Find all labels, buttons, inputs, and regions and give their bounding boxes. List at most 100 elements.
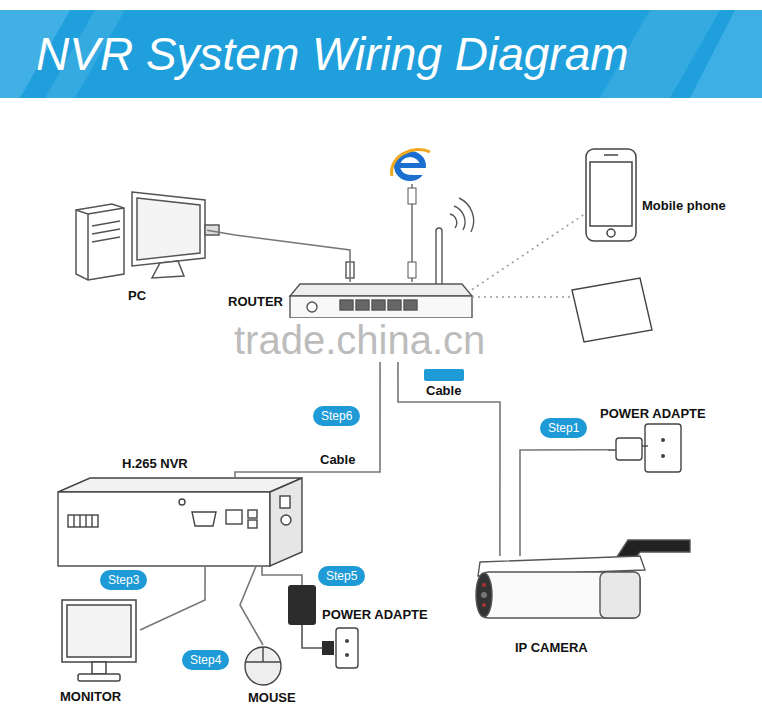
step-text: Step4 — [190, 653, 221, 667]
device-label: PC — [128, 288, 146, 303]
nvr-power-adapter — [345, 639, 349, 643]
mouse-illustration — [246, 661, 280, 662]
router-illustration — [372, 300, 385, 310]
ip-camera-illustration — [600, 572, 640, 618]
nvr-illustration — [179, 499, 185, 505]
nvr-illustration — [192, 512, 216, 526]
nvr-recorder: H.265 NVR — [58, 478, 302, 566]
pc-illustration — [76, 210, 88, 280]
nvr-power-adapter — [302, 625, 322, 648]
device-label: MOUSE — [248, 690, 296, 705]
nvr-illustration — [58, 478, 302, 566]
ip-camera-illustration — [476, 573, 492, 617]
router-illustration — [388, 300, 401, 310]
pc-illustration — [88, 208, 124, 214]
nvr-power-adapter — [336, 628, 358, 668]
pc-illustration — [92, 229, 120, 234]
mobile-phone-illustration — [604, 154, 618, 156]
internet-icon — [412, 168, 426, 175]
ip-camera-illustration — [481, 592, 487, 598]
pc-illustration — [92, 237, 120, 242]
router-illustration — [307, 302, 317, 312]
router-illustration — [340, 300, 353, 310]
camera-power-adapter — [608, 449, 616, 451]
cable-tag — [424, 369, 464, 381]
cable-tag — [424, 369, 464, 381]
ip-camera-illustration — [476, 540, 690, 618]
camera-power-adapter — [608, 424, 681, 472]
step-badge: Step4 — [182, 650, 229, 670]
nvr-illustration — [73, 515, 74, 527]
nvr-illustration — [226, 510, 242, 524]
nvr-illustration — [248, 510, 257, 518]
nvr-illustration — [270, 478, 302, 566]
nvr-power-adapter — [288, 585, 316, 625]
title-banner — [0, 10, 762, 98]
computer-mouse: MOUSE — [242, 645, 284, 687]
device-label: Mobile phone — [642, 198, 726, 213]
internet-icon — [408, 262, 416, 278]
cable-line — [520, 450, 608, 556]
mobile-phone-illustration — [607, 229, 615, 237]
camera-power-adapter — [642, 445, 648, 446]
router-illustration — [290, 228, 472, 318]
nvr-power-adapter — [322, 641, 334, 655]
mouse-illustration — [245, 647, 281, 685]
nvr-illustration — [68, 515, 98, 527]
step-badge: Step3 — [100, 570, 147, 590]
pc-computer: PC — [72, 188, 207, 278]
power-adapter: POWER ADAPTE — [288, 585, 316, 625]
router-illustration — [404, 300, 417, 310]
monitor-illustration — [62, 600, 136, 681]
cable-line — [240, 566, 263, 645]
mobile-phone-illustration — [586, 149, 636, 241]
monitor-screen: MONITOR — [60, 598, 140, 683]
pc-illustration — [132, 192, 205, 266]
nvr-illustration — [281, 515, 291, 525]
step-badge: Step1 — [540, 418, 587, 438]
internet-icon — [397, 163, 423, 168]
pc-illustration — [137, 198, 200, 260]
cable-line — [262, 566, 302, 585]
camera-power-adapter — [616, 438, 642, 460]
device-label: MONITOR — [60, 689, 121, 704]
nvr-illustration — [85, 515, 86, 527]
power-adapter: POWER ADAPTE — [608, 428, 680, 470]
pc-illustration — [152, 261, 184, 278]
router-illustration — [290, 284, 472, 296]
diagram-title: NVR System Wiring Diagram — [36, 26, 629, 82]
pc-illustration — [76, 192, 219, 280]
router-illustration — [290, 296, 472, 318]
ip-camera-illustration — [482, 603, 486, 607]
step-text: Step5 — [326, 569, 357, 583]
pc-illustration — [76, 204, 124, 280]
title-banner — [0, 10, 762, 98]
mouse-illustration — [245, 647, 281, 685]
watermark: trade.china.cn — [232, 318, 487, 362]
nvr-illustration — [58, 492, 270, 566]
nvr-illustration — [91, 515, 92, 527]
step-badge: Step5 — [318, 566, 365, 586]
pc-illustration — [92, 221, 120, 226]
device-label: IP CAMERA — [515, 640, 588, 655]
internet-icon — [392, 149, 430, 282]
nvr-illustration — [280, 496, 290, 508]
device-label: ROUTER — [228, 294, 283, 309]
cable-label: Cable — [318, 452, 357, 467]
nvr-power-adapter — [288, 585, 358, 668]
wireless-waves — [450, 214, 457, 228]
nvr-illustration — [58, 478, 302, 492]
wireless-link — [472, 214, 585, 290]
step-badge: Step6 — [313, 406, 360, 426]
mobile-phone: Mobile phone — [585, 148, 637, 242]
cable-line — [207, 230, 350, 282]
camera-power-adapter — [661, 454, 665, 458]
mobile-phone-illustration — [590, 162, 632, 226]
wireless-waves — [459, 198, 474, 232]
step-text: Step6 — [321, 409, 352, 423]
camera-power-adapter — [661, 438, 665, 442]
tablet-illustration — [472, 278, 652, 342]
cable-line — [140, 566, 205, 630]
monitor-illustration — [67, 605, 131, 657]
